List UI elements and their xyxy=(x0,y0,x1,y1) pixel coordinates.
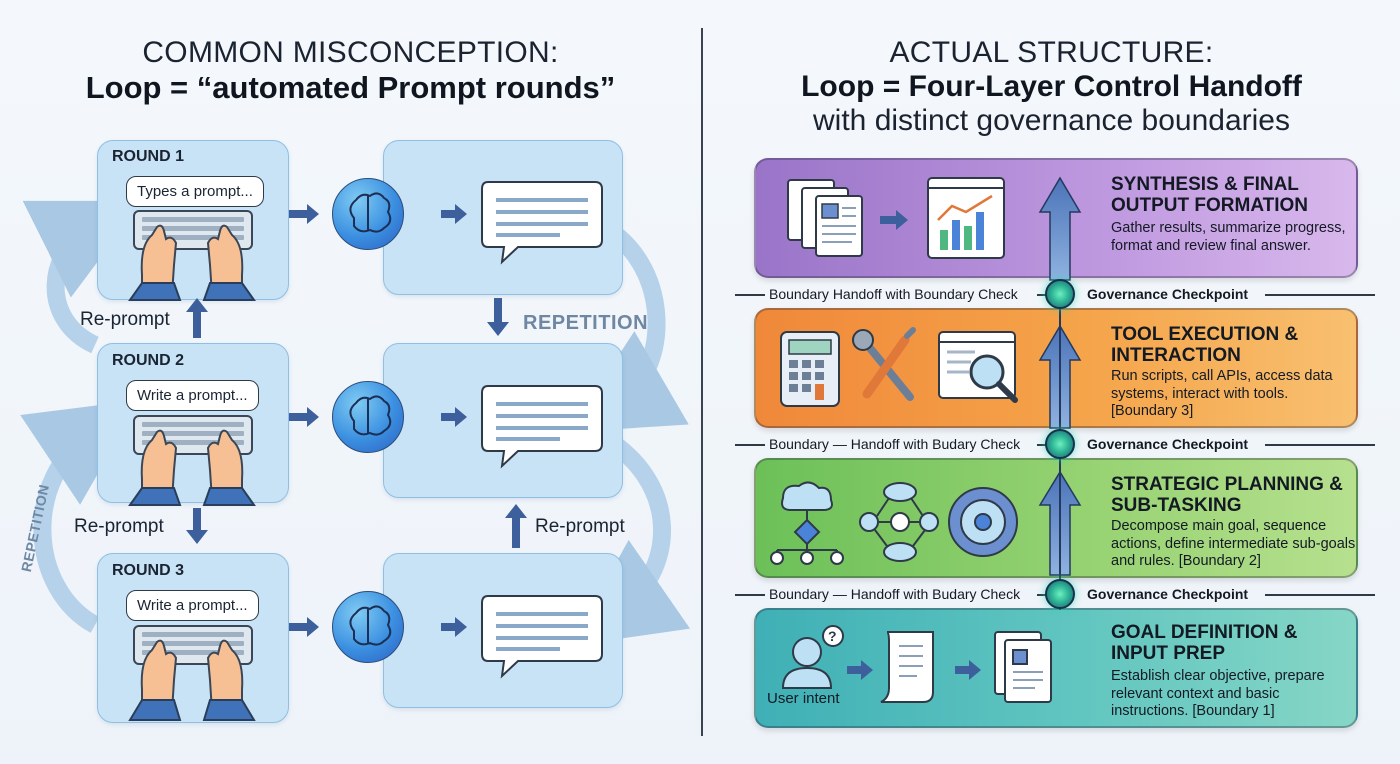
layer-title: GOAL DEFINITION & INPUT PREP xyxy=(1111,622,1298,664)
checkpoint-node-icon xyxy=(1045,579,1075,609)
planning-icons xyxy=(770,481,1018,565)
reprompt-label: Re-prompt xyxy=(74,516,164,537)
flow-arrows xyxy=(186,204,527,637)
boundary-row-1: Boundary — Handoff with Budary Check Gov… xyxy=(735,584,1375,604)
layer-title: SYNTHESIS & FINAL OUTPUT FORMATION xyxy=(1111,174,1309,216)
structure-title: ACTUAL STRUCTURE: xyxy=(889,36,1214,69)
left-repeat-arc-1 xyxy=(22,200,144,354)
tool-icons xyxy=(780,327,1018,407)
control-flow-arrows xyxy=(1038,176,1082,610)
reprompt-label: Re-prompt xyxy=(80,309,170,330)
misconception-title: COMMON MISCONCEPTION: xyxy=(142,36,559,69)
round-1-prompt-bubble: Types a prompt... xyxy=(126,176,264,207)
arrow-right-icon xyxy=(955,660,981,680)
layer-title: STRATEGIC PLANNING & SUB-TASKING xyxy=(1111,474,1343,516)
arrow-right-icon xyxy=(289,407,319,427)
goal-icons: ? xyxy=(781,625,1052,703)
arrow-up-icon xyxy=(505,504,527,548)
boundary-row-2: Boundary — Handoff with Budary Check Gov… xyxy=(735,434,1375,454)
round-3-prompt-bubble: Write a prompt... xyxy=(126,590,259,621)
misconception-subtitle: Loop = “automated Prompt rounds” xyxy=(85,70,616,105)
boundary-handoff-label: Boundary — Handoff with Budary Check xyxy=(769,586,1021,602)
network-nodes-icon xyxy=(859,482,939,562)
search-window-icon xyxy=(938,331,1018,403)
round-1-typing-icon xyxy=(128,210,256,301)
reprompt-label: Re-prompt xyxy=(535,516,625,537)
governance-checkpoint-label: Governance Checkpoint xyxy=(1087,286,1249,302)
stacked-documents-icon xyxy=(994,631,1052,703)
arrow-right-icon xyxy=(441,204,467,224)
round-3-typing-icon xyxy=(128,625,256,721)
user-intent-label: User intent xyxy=(767,690,840,707)
arrow-right-icon xyxy=(441,617,467,637)
arrow-right-icon xyxy=(289,617,319,637)
checkpoint-node-icon xyxy=(1045,429,1075,459)
brain-lines xyxy=(349,192,392,646)
arrow-right-icon xyxy=(289,204,319,224)
round-3-label: ROUND 3 xyxy=(112,562,185,579)
svg-text:?: ? xyxy=(828,628,837,644)
repetition-arrows xyxy=(20,200,691,646)
arrow-right-icon xyxy=(880,210,908,230)
structure-subtitle-2: with distinct governance boundaries xyxy=(813,104,1290,137)
layer-description: Decompose main goal, sequence actions, d… xyxy=(1111,518,1356,569)
arrow-down-icon xyxy=(186,508,208,544)
chart-dashboard-icon xyxy=(927,177,1005,259)
round-2-label: ROUND 2 xyxy=(112,352,185,369)
arrow-down-icon xyxy=(487,298,509,336)
round-2-typing-icon xyxy=(128,415,256,506)
governance-checkpoint-label: Governance Checkpoint xyxy=(1087,586,1249,602)
arrow-right-icon xyxy=(441,407,467,427)
checkpoint-node-icon xyxy=(1045,279,1075,309)
panel-divider xyxy=(701,28,703,736)
response-message-icons xyxy=(481,181,603,679)
layer-description: Gather results, summarize progress, form… xyxy=(1111,220,1346,254)
governance-checkpoint-label: Governance Checkpoint xyxy=(1087,436,1249,452)
repetition-label: REPETITION xyxy=(523,312,649,334)
boundary-handoff-label: Boundary — Handoff with Budary Check xyxy=(769,436,1021,452)
arrow-up-icon xyxy=(186,298,208,338)
synthesis-icons xyxy=(787,177,1005,259)
calculator-icon xyxy=(780,331,840,407)
wrench-screwdriver-icon xyxy=(852,327,916,401)
right-repeat-arc-2 xyxy=(570,427,691,646)
user-question-icon xyxy=(781,625,844,689)
left-repeat-arc-2 xyxy=(20,399,140,633)
boundary-row-3: Boundary Handoff with Boundary Check Gov… xyxy=(735,284,1375,304)
brain-gear-icon xyxy=(948,487,1018,557)
scroll-document-icon xyxy=(880,631,934,703)
arrow-right-icon xyxy=(847,660,873,680)
boundary-handoff-label: Boundary Handoff with Boundary Check xyxy=(769,286,1018,302)
arrow-up-icon xyxy=(1038,176,1082,281)
flowchart-icon xyxy=(770,481,844,565)
structure-subtitle: Loop = Four-Layer Control Handoff xyxy=(801,70,1302,103)
layer-description: Establish clear objective, prepare relev… xyxy=(1111,668,1325,719)
layer-description: Run scripts, call APIs, access data syst… xyxy=(1111,368,1333,419)
round-2-prompt-bubble: Write a prompt... xyxy=(126,380,259,411)
right-repeat-arc-1 xyxy=(568,216,689,433)
round-1-label: ROUND 1 xyxy=(112,148,185,165)
layer-title: TOOL EXECUTION & INTERACTION xyxy=(1111,324,1299,366)
